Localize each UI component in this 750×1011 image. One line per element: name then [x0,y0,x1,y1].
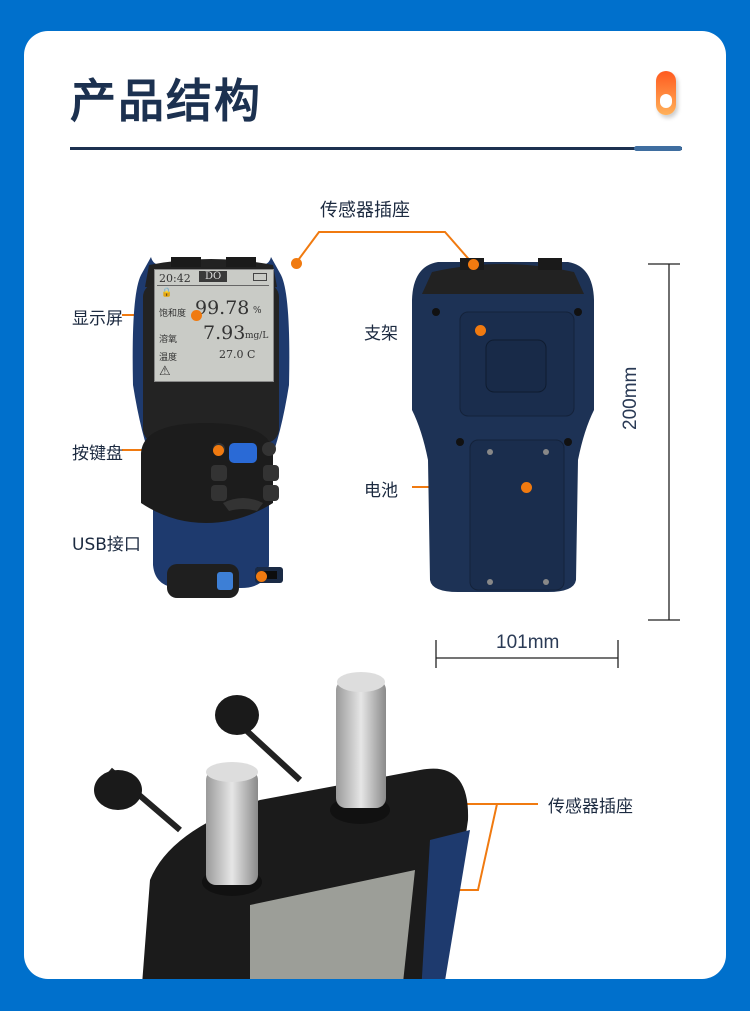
label-sensor-socket-top: 传感器插座 [320,200,410,221]
callout-dot [191,310,202,321]
callout-dot [521,482,532,493]
saturation-label: 饱和度 [159,309,187,319]
label-keypad: 按键盘 [72,444,123,464]
temp-label: 温度 [159,353,178,363]
temp-value: 27.0 C [219,348,256,361]
saturation-value: 99.78 [195,297,250,319]
callout-dot [213,445,224,456]
callout-dot [291,258,302,269]
callout-dot [475,325,486,336]
do-unit: mg/L [245,331,269,341]
warning-icon: ⚠ [159,364,171,379]
screen-time: 20:42 [159,272,191,285]
device-back-image [412,258,594,592]
lock-icon: 🔒 [161,288,173,298]
page-title: 产品结构 [70,74,262,128]
label-display: 显示屏 [72,309,123,329]
callout-dot [256,571,267,582]
battery-icon [253,273,267,281]
label-sensor-socket-bottom: 传感器插座 [548,797,633,817]
saturation-unit: % [253,306,262,316]
label-battery: 电池 [364,481,398,501]
do-label: 溶氧 [159,335,178,345]
width-dimension: 101mm [496,632,560,653]
do-value: 7.93 [203,322,246,344]
label-usb-port: USB接口 [72,535,141,555]
toggle-decoration-icon [656,71,676,115]
title-divider-accent [634,146,682,151]
device-display-screen: 20:42 DO 🔒 饱和度 99.78 % 溶氧 7.93 mg/L 温度 2… [154,269,274,382]
label-stand: 支架 [364,324,398,344]
callout-dot [468,259,479,270]
title-divider [70,147,682,150]
screen-mode: DO [199,271,228,282]
